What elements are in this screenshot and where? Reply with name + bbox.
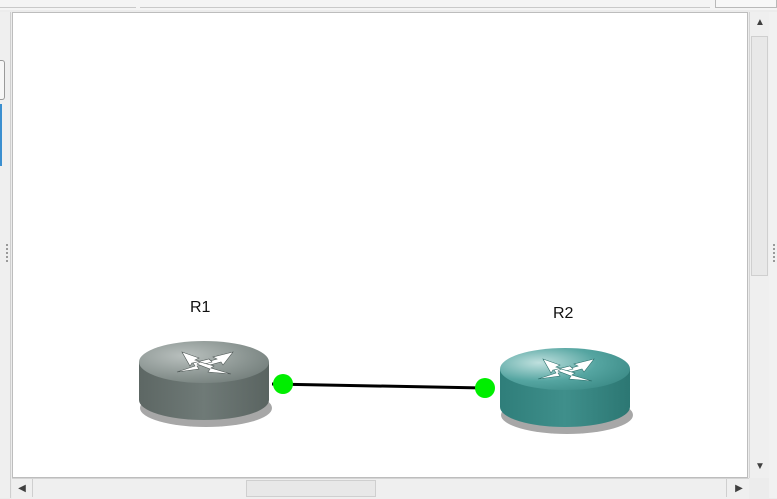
router-icon <box>139 341 272 427</box>
connection-link-r1-r2[interactable] <box>271 382 485 390</box>
router-r1[interactable] <box>137 338 273 435</box>
top-toolbar-edge <box>0 0 777 10</box>
scrollbar-divider <box>32 479 33 497</box>
device-label-r2: R2 <box>553 305 574 322</box>
link-status-port-r1[interactable] <box>273 374 293 394</box>
toolbar-segment <box>140 0 710 8</box>
left-panel-selection-indicator <box>0 104 2 166</box>
right-splitter-grip-icon[interactable] <box>773 244 775 264</box>
scrollbar-divider <box>726 479 727 497</box>
scroll-up-arrow-icon[interactable]: ▲ <box>755 16 765 28</box>
left-dock-panel <box>0 12 11 498</box>
link-status-port-r2[interactable] <box>475 378 495 398</box>
left-panel-tab[interactable] <box>0 60 5 100</box>
router-icon <box>500 348 633 434</box>
horizontal-scroll-thumb[interactable] <box>246 480 376 497</box>
link-layer <box>271 382 485 390</box>
scroll-right-arrow-icon[interactable]: ▶ <box>735 482 743 494</box>
topology-canvas[interactable]: R1 <box>12 12 748 478</box>
horizontal-scrollbar[interactable]: ◀ ▶ <box>12 478 749 499</box>
device-label-r1: R1 <box>190 299 211 316</box>
right-panel-tab[interactable] <box>715 0 777 8</box>
vertical-scroll-thumb[interactable] <box>751 36 768 276</box>
left-splitter-grip-icon[interactable] <box>6 244 8 264</box>
right-dock-edge <box>769 12 777 498</box>
vertical-scrollbar[interactable]: ▲ ▼ <box>749 12 770 478</box>
router-r2[interactable] <box>498 345 634 442</box>
scroll-left-arrow-icon[interactable]: ◀ <box>18 482 26 494</box>
toolbar-segment <box>0 0 136 8</box>
scroll-down-arrow-icon[interactable]: ▼ <box>755 460 765 472</box>
